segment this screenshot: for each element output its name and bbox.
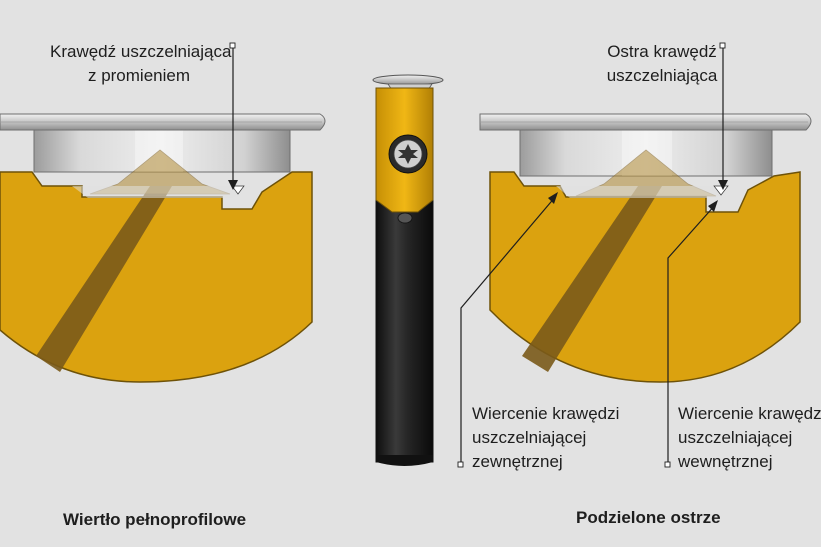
caption-split-blade: Podzielone ostrze xyxy=(576,508,721,527)
label-sharp-seal-edge: Ostra krawędź uszczelniająca xyxy=(600,40,724,88)
caption-full-profile-drill: Wiertło pełnoprofilowe xyxy=(63,510,247,529)
label-line: Krawędź uszczelniająca xyxy=(50,42,232,61)
label-line: Wiercenie krawędzi xyxy=(472,404,620,423)
label-outer-seal-drilling: Wiercenie krawędzi uszczelniającej zewnę… xyxy=(472,402,619,474)
label-line: Ostra krawędź xyxy=(607,42,717,61)
label-line: uszczelniającej xyxy=(472,428,587,447)
left-coolant-channel xyxy=(36,186,172,372)
label-line: Wiercenie krawędzi xyxy=(678,404,821,423)
left-assembly xyxy=(0,42,326,383)
label-inner-seal-drilling: Wiercenie krawędzi uszczelniającej wewnę… xyxy=(678,402,821,474)
label-line: uszczelniająca xyxy=(606,66,718,85)
right-assembly xyxy=(457,42,812,468)
label-line: zewnętrznej xyxy=(472,452,563,471)
center-drill xyxy=(372,74,444,466)
label-radius-seal-edge: Krawędź uszczelniająca z promieniem xyxy=(50,40,232,88)
label-line: wewnętrznej xyxy=(678,452,773,471)
label-line: z promieniem xyxy=(87,66,191,85)
label-line: uszczelniającej xyxy=(678,428,793,447)
right-coolant-channel xyxy=(522,186,662,372)
